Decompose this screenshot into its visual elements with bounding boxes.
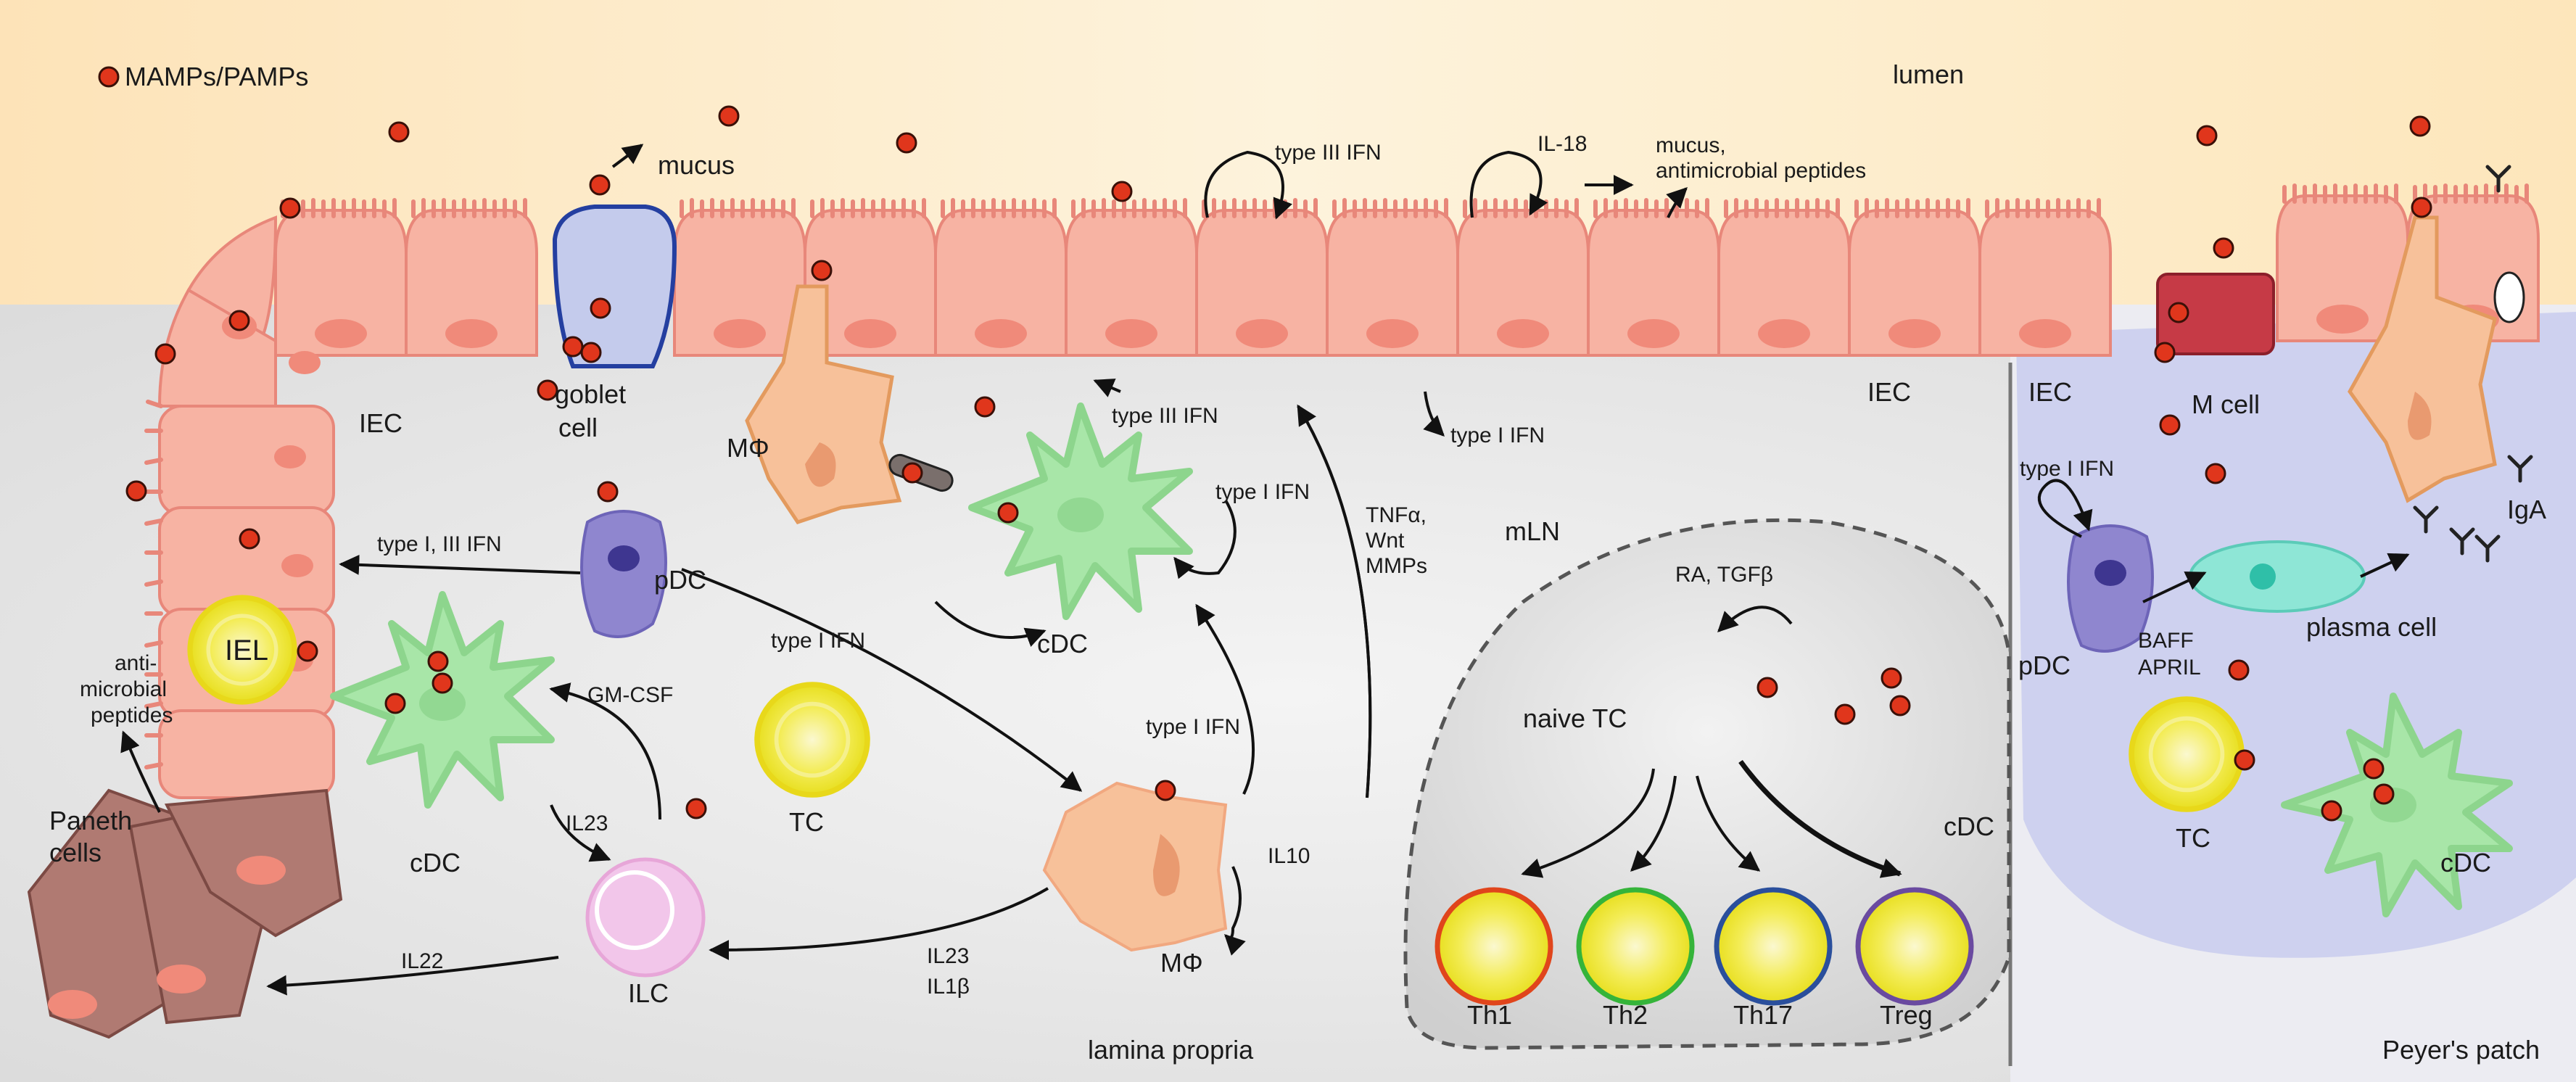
tc-lp-label: TC [789,807,824,837]
paneth-cells [27,788,343,1039]
cdc-upper-label: cDC [1037,629,1088,658]
type13-ifn-label: type I, III IFN [377,532,502,556]
amp-paneth-label-2: microbial [80,677,167,701]
macrophage-peyers [2348,215,2497,503]
pdc-lp [580,510,667,638]
ilc-label: ILC [628,978,669,1008]
baff-label: BAFF [2138,629,2194,653]
cdc-pp-label: cDC [2440,848,2491,877]
goblet-cell [552,205,677,368]
th1-label: Th1 [1467,1000,1512,1030]
amp-paneth-label-1: anti- [115,651,157,675]
tnf-label-3: MMPs [1366,554,1427,578]
gm-csf-label: GM-CSF [587,683,673,707]
mln-node [1403,518,2011,1050]
goblet-label-2: cell [558,413,598,442]
ilc-cell [585,857,706,978]
il18-label: IL-18 [1537,132,1587,156]
legend-mamps-label: MAMPs/PAMPs [125,62,308,91]
type1-ifn-iec-label: type I IFN [1450,424,1545,447]
tnf-label-1: TNFα, [1366,503,1427,527]
cdc-mln-label: cDC [1944,812,1994,841]
iec-left-label: IEC [359,408,402,438]
paneth-label-1: Paneth [49,806,132,835]
iel-label: IEL [225,635,268,666]
ra-tgfb-label: RA, TGFβ [1675,563,1773,587]
macrophage-lp-label: MΦ [1160,948,1203,978]
tnf-label-2: Wnt [1366,529,1405,553]
pdc-lp-label: pDC [654,565,706,595]
treg-label: Treg [1880,1000,1933,1030]
m-cell [2156,273,2275,355]
signal-arrows [120,144,2410,996]
m-cell-label: M cell [2192,389,2260,419]
plasma-cell-label: plasma cell [2306,612,2437,642]
type1-ifn-cdc-loop-label: type I IFN [1215,480,1310,504]
mucus-amp-label-2: antimicrobial peptides [1656,159,1866,183]
april-label: APRIL [2138,656,2201,680]
th17-label: Th17 [1733,1000,1793,1030]
naive-tc-label: naive TC [1523,703,1627,733]
bacteria-rod [888,271,2525,492]
plasma-cell [2189,540,2366,613]
peyers-patch-label: Peyer's patch [2382,1035,2540,1065]
iec-mid-label: IEC [1867,377,1911,407]
lumen-label: lumen [1893,59,1964,89]
paneth-label-2: cells [49,838,102,867]
th2-label: Th2 [1603,1000,1648,1030]
antibodies [2413,165,2533,563]
tc-pp-label: TC [2176,823,2210,853]
macrophage-epi-label: MΦ [727,433,769,463]
pdc-pp-label: pDC [2018,651,2071,680]
mucus-amp-label-1: mucus, [1656,133,1726,157]
goblet-label-1: goblet [555,379,626,409]
lamina-propria-label: lamina propria [1088,1035,1254,1065]
type3-ifn-top-label: type III IFN [1275,141,1382,165]
amp-paneth-label-3: peptides [91,703,173,727]
cdc-upper [968,402,1193,620]
cdc-left-label: cDC [410,848,461,877]
iec-pp-label: IEC [2028,377,2072,407]
mln-label: mLN [1505,516,1560,546]
macrophage-epithelial [745,284,902,524]
pdc-pp [2067,524,2154,653]
iga-label: IgA [2507,495,2546,524]
il10-label: IL10 [1268,844,1310,868]
il22-label: IL22 [401,949,443,973]
bacteria [98,66,2432,822]
cdc-left [330,591,555,809]
il23-ilc-label: IL23 [566,812,608,835]
type1-ifn-pdc-label: type I IFN [771,629,865,653]
type3-ifn-cdc-label: type III IFN [1112,404,1218,428]
tc-lp [757,685,867,795]
th-cells [1434,887,1974,1006]
il23-label: IL23 [927,944,969,968]
mucus-label: mucus [658,150,735,180]
type1-ifn-pp-label: type I IFN [2020,457,2114,481]
type1-ifn-mac-label: type I IFN [1146,715,1240,739]
tc-pp [2131,699,2242,809]
il1b-label: IL1β [927,975,970,999]
labels: MAMPs/PAMPs lumen lamina propria Peyer's… [49,59,2546,1065]
